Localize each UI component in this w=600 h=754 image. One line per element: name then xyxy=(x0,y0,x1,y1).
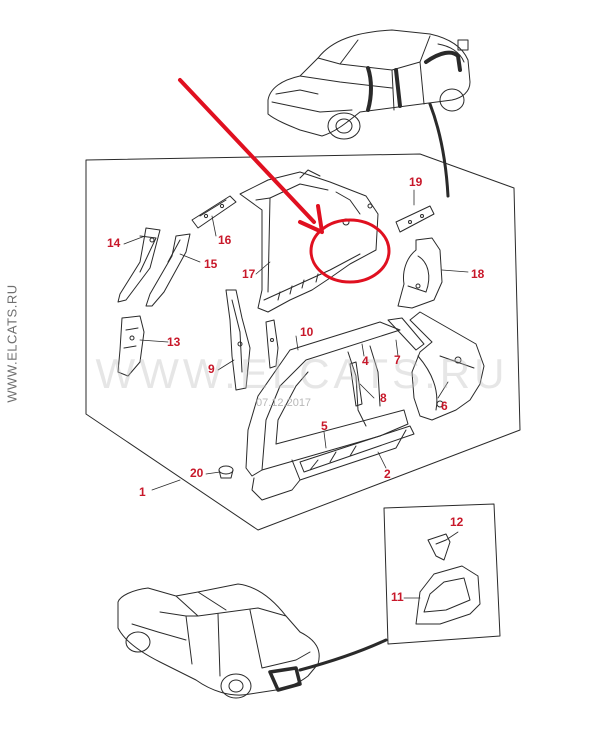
part-9-drawing xyxy=(225,289,251,391)
part-12-drawing xyxy=(427,531,459,561)
car-bottom-illustration xyxy=(117,583,320,699)
watermark-date: 07.12.2017 xyxy=(256,397,312,409)
callout-6: 6 xyxy=(441,399,448,413)
callout-11: 11 xyxy=(391,590,404,604)
callout-18: 18 xyxy=(471,267,485,281)
part-14-drawing xyxy=(117,227,161,303)
side-panel-assembly-drawing xyxy=(245,317,425,501)
car-top-illustration xyxy=(267,29,471,198)
side-watermark: WWW.ELCATS.RU xyxy=(4,284,20,403)
callout-7: 7 xyxy=(394,353,401,367)
highlight-annotation xyxy=(178,78,391,284)
callout-2: 2 xyxy=(384,467,391,481)
main-frame-box xyxy=(85,153,521,531)
part-13-drawing xyxy=(117,315,145,377)
callout-10: 10 xyxy=(300,325,314,339)
part-19-drawing xyxy=(395,205,435,233)
callout-12: 12 xyxy=(450,515,464,529)
inset-box xyxy=(383,503,501,645)
center-watermark: WWW.ELCATS.RU xyxy=(95,350,509,397)
callout-14: 14 xyxy=(107,236,121,250)
part-11-drawing xyxy=(403,565,481,625)
part-20-drawing xyxy=(218,465,234,479)
callout-17: 17 xyxy=(242,267,256,281)
callout-19: 19 xyxy=(409,175,423,189)
part-6-drawing xyxy=(409,311,485,421)
part-18-drawing xyxy=(397,237,443,309)
callout-5: 5 xyxy=(321,419,328,433)
callout-13: 13 xyxy=(167,335,181,349)
part-15-drawing xyxy=(145,233,191,307)
callout-16: 16 xyxy=(218,233,232,247)
part-17-drawing xyxy=(239,169,379,313)
part-16-drawing xyxy=(191,195,237,229)
callout-20: 20 xyxy=(190,466,204,480)
callout-15: 15 xyxy=(204,257,218,271)
callout-1: 1 xyxy=(139,485,146,499)
inset-leader xyxy=(298,638,388,672)
part-10-drawing xyxy=(265,319,279,369)
callout-4: 4 xyxy=(362,354,369,368)
callout-8: 8 xyxy=(380,391,387,405)
callout-9: 9 xyxy=(208,362,215,376)
